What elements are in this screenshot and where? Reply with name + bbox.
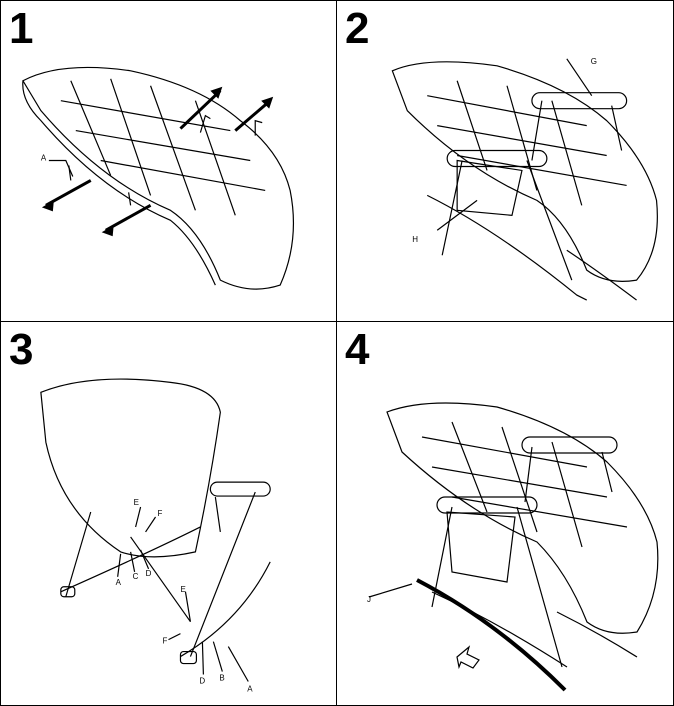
step-number: 3 [9,325,34,374]
step-3-panel: 3 E F A C D E F D B A [1,322,337,705]
label-a: A [41,154,47,163]
label-b: B [219,674,224,683]
chair-armrest-illustration: G H [391,57,658,301]
label-e-top: E [134,498,139,507]
label-j: J [367,595,371,604]
label-a-bottom: A [247,684,253,693]
assembled-chair-illustration: J [367,402,659,692]
label-d-bottom: D [199,676,205,685]
label-c: C [133,572,139,581]
step-number: 2 [345,4,370,53]
chair-seat-illustration: A [22,66,295,290]
label-a-left: A [116,578,122,587]
chair-base-illustration: E F A C D E F D B A [40,378,271,693]
label-g: G [591,57,597,66]
step-number: 4 [345,325,370,374]
step-2-panel: 2 G H [337,1,673,322]
label-e-bottom: E [180,585,185,594]
label-f-top: F [158,509,163,518]
label-h: H [412,235,418,244]
label-f-bottom: F [163,637,168,646]
step-number: 1 [9,4,34,53]
step-1-panel: 1 A [1,1,337,322]
step-4-panel: 4 J [337,322,673,705]
label-d-left: D [146,569,152,578]
